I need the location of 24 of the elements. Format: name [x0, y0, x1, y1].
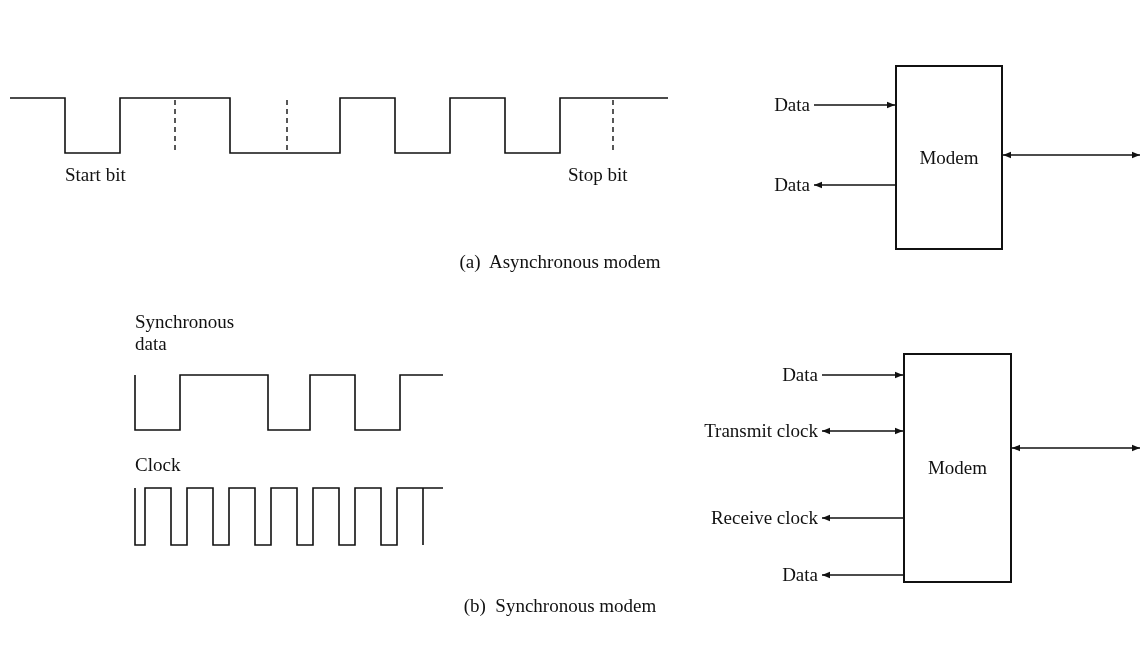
- figure-caption: (a) Asynchronous modem: [459, 251, 661, 273]
- arrow: [821, 514, 904, 522]
- arrow: [821, 427, 904, 435]
- arrow: [821, 571, 904, 579]
- box-label: Modem: [919, 146, 979, 169]
- arrow: [813, 101, 896, 109]
- waveform-label: Clock: [135, 454, 181, 476]
- signal-name: Data: [782, 364, 818, 386]
- signal-name: Data: [774, 174, 810, 196]
- waveform-label: Stop bit: [568, 164, 628, 186]
- waveform-label: Start bit: [65, 164, 126, 186]
- arrow: [1002, 151, 1141, 159]
- signal-name: Transmit clock: [704, 420, 818, 442]
- arrow: [1011, 444, 1141, 452]
- figure-caption: (b) Synchronous modem: [463, 595, 657, 617]
- modem-box: [903, 353, 1012, 583]
- arrow: [813, 181, 896, 189]
- signal-name: Data: [774, 94, 810, 116]
- arrow: [821, 371, 904, 379]
- modem-box: [895, 65, 1003, 250]
- box-label: Modem: [927, 457, 988, 479]
- waveform-label: Synchronous data: [135, 311, 235, 355]
- signal-name: Data: [782, 564, 818, 586]
- signal-name: Receive clock: [710, 507, 818, 529]
